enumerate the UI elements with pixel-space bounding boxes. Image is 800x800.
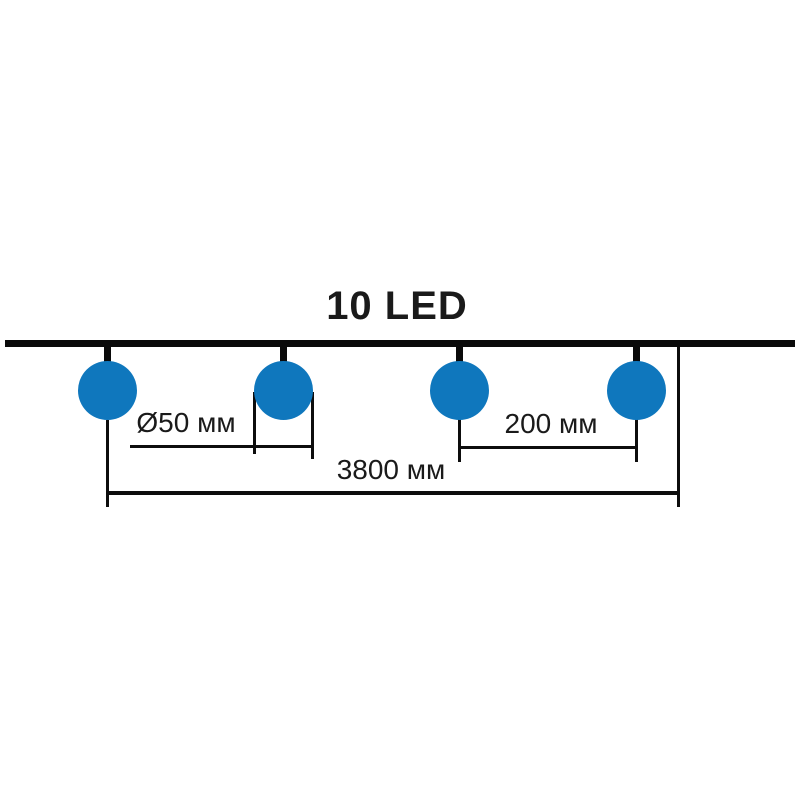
spacing-tick-left bbox=[458, 392, 461, 462]
led-bulb-1 bbox=[78, 361, 137, 420]
total-extension-right bbox=[677, 347, 680, 507]
diameter-tick-right bbox=[311, 392, 314, 459]
total-extension-left bbox=[106, 420, 109, 507]
spacing-dimension-line bbox=[458, 446, 638, 449]
led-bulb-4 bbox=[607, 361, 666, 420]
led-bulb-3 bbox=[430, 361, 489, 420]
wire-line bbox=[5, 340, 795, 347]
diameter-dimension-line bbox=[130, 445, 314, 448]
bulb-stem bbox=[280, 345, 287, 363]
bulb-stem bbox=[456, 345, 463, 363]
bulb-stem bbox=[633, 345, 640, 363]
diameter-tick-left bbox=[253, 392, 256, 454]
diagram-title: 10 LED bbox=[326, 284, 468, 328]
spacing-label: 200 мм bbox=[504, 408, 598, 439]
total-length-label: 3800 мм bbox=[336, 454, 446, 485]
led-bulb-2 bbox=[254, 361, 313, 420]
total-dimension-line bbox=[106, 491, 680, 495]
diameter-label: Ø50 мм bbox=[136, 407, 236, 438]
spacing-tick-right bbox=[635, 392, 638, 462]
bulb-stem bbox=[104, 345, 111, 363]
